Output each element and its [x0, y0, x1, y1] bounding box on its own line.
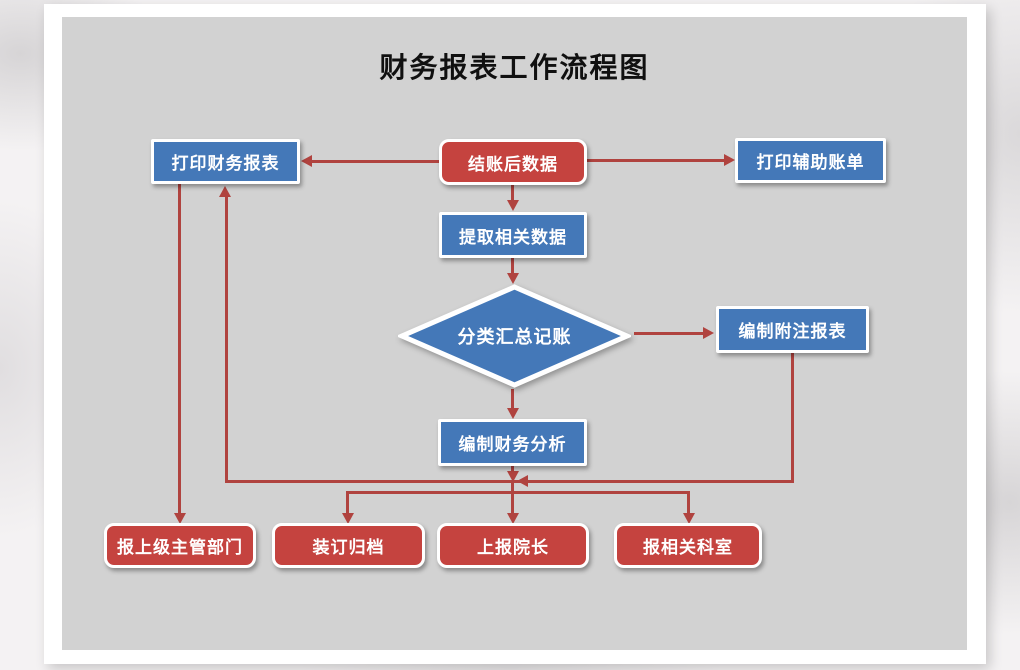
node-notes-report: 编制附注报表: [716, 306, 869, 353]
edge-printfinancial-reportsuperior: [178, 184, 181, 514]
arrowhead-down-into-reportdepartments: [683, 513, 695, 524]
arrowhead-right-into-printauxiliary: [724, 154, 735, 166]
arrowhead-down-into-diamond: [507, 273, 519, 284]
node-extract-data: 提取相关数据: [439, 212, 587, 258]
arrowhead-down-merge-mainflow: [507, 471, 519, 482]
edge-diamond-notesreport: [634, 332, 704, 335]
arrowhead-left-merge-mainflow: [517, 475, 528, 487]
node-classify-summary-label: 分类汇总记账: [457, 327, 572, 348]
edge-financialanalysis-merge-segment: [511, 466, 514, 472]
edge-mainflow-reportdean: [511, 483, 514, 515]
arrowhead-down-into-reportsuperior: [174, 513, 186, 524]
node-report-departments-label: 报相关科室: [643, 538, 733, 558]
arrowhead-up-into-printfinancial: [219, 186, 231, 197]
arrowhead-down-into-reportdean: [507, 513, 519, 524]
node-report-departments: 报相关科室: [614, 523, 762, 568]
edge-split-bindingarchive: [346, 491, 349, 514]
page-title: 财务报表工作流程图: [379, 51, 650, 84]
node-binding-archive: 装订归档: [272, 523, 425, 568]
edge-closingdata-printfinancial: [312, 160, 439, 163]
node-report-dean: 上报院长: [437, 523, 589, 568]
node-print-auxiliary: 打印辅助账单: [735, 138, 886, 183]
node-print-auxiliary-label: 打印辅助账单: [756, 153, 865, 173]
edge-closingdata-extractdata: [511, 185, 514, 201]
node-closing-data-label: 结账后数据: [468, 154, 558, 175]
node-closing-data: 结账后数据: [439, 139, 587, 185]
arrowhead-down-into-extractdata: [507, 200, 519, 211]
edge-extractdata-diamond: [511, 258, 514, 274]
edge-closingdata-printauxiliary: [586, 159, 725, 162]
edge-diamond-financialanalysis: [511, 389, 514, 409]
edge-split-reportdepartments: [687, 491, 690, 514]
node-notes-report-label: 编制附注报表: [738, 322, 847, 342]
arrowhead-right-into-notesreport: [703, 327, 714, 339]
diamond-shape: [398, 284, 631, 388]
arrowhead-down-into-financialanalysis: [507, 408, 519, 419]
node-report-superior: 报上级主管部门: [104, 523, 256, 568]
edge-split-horizontal-segment: [346, 491, 690, 494]
node-classify-summary: 分类汇总记账: [398, 284, 631, 388]
edge-return-up-segment: [225, 196, 228, 483]
node-financial-analysis: 编制财务分析: [438, 419, 587, 466]
node-binding-archive-label: 装订归档: [312, 538, 385, 558]
node-financial-analysis-label: 编制财务分析: [458, 435, 567, 455]
node-print-financial: 打印财务报表: [151, 139, 300, 184]
node-report-superior-label: 报上级主管部门: [117, 538, 243, 558]
arrowhead-down-into-bindingarchive: [342, 513, 354, 524]
node-print-financial-label: 打印财务报表: [171, 154, 280, 174]
arrowhead-left-into-printfinancial: [301, 155, 312, 167]
node-report-dean-label: 上报院长: [477, 538, 549, 558]
node-extract-data-label: 提取相关数据: [459, 227, 567, 248]
edge-notesreport-down-segment: [791, 353, 794, 483]
